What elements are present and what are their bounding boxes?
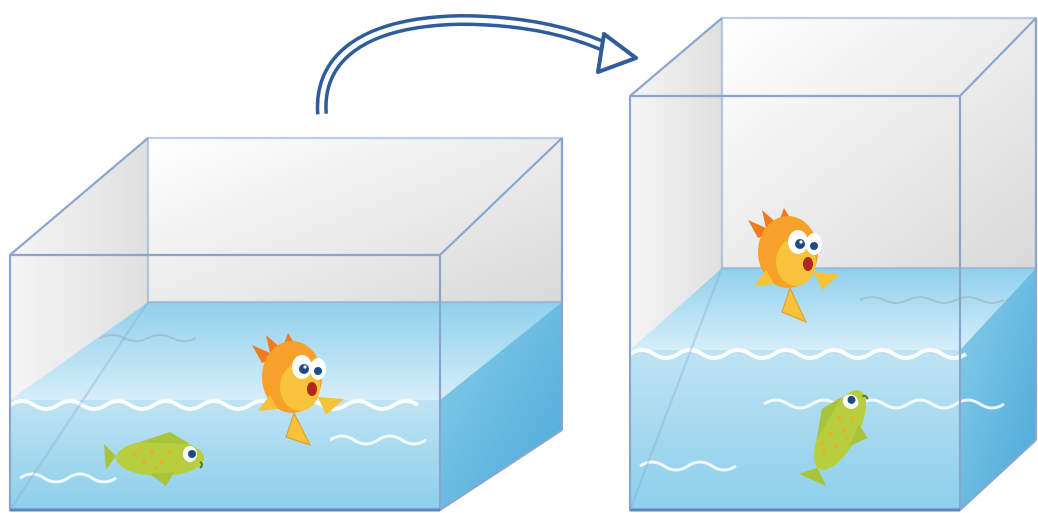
wide-tank-water-front [10,400,440,510]
wide-tank [10,138,562,510]
tall-tank [630,18,1036,510]
wide-tank-back-glass [148,138,562,302]
curved-arrow-right-icon [322,20,636,114]
tall-tank-water-front [630,350,960,510]
